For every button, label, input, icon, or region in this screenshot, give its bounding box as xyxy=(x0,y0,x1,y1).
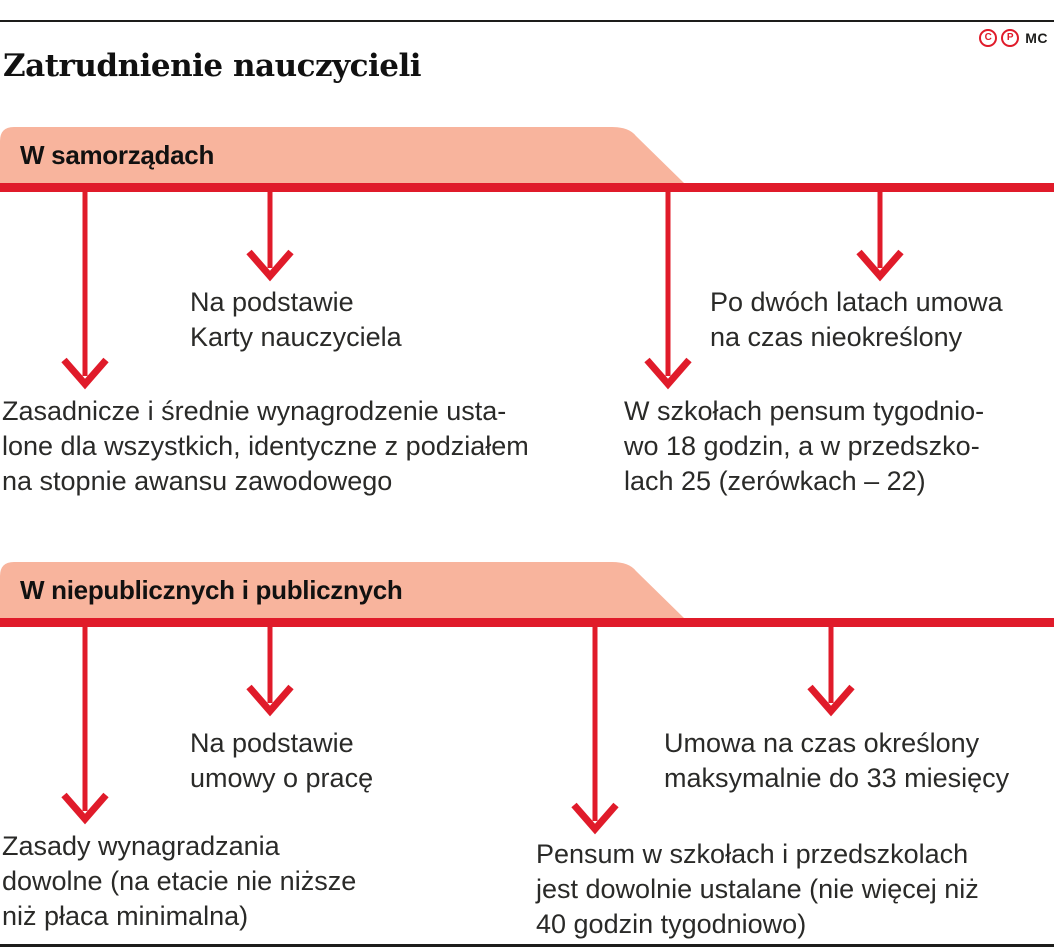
text-line: Zasadnicze i średnie wynagrodzenie usta- xyxy=(2,396,507,426)
arrow-down-icon xyxy=(571,627,619,835)
arrow-down-icon xyxy=(856,192,904,282)
copyright-c-icon: C xyxy=(979,29,998,47)
section2-banner: W niepublicznych i publicznych xyxy=(0,562,700,618)
arrow-down-icon xyxy=(61,627,109,825)
text-line: jest dowolnie ustalane (nie więcej niż xyxy=(536,874,979,904)
section2-timeline xyxy=(0,618,1054,627)
text-line: 40 godzin tygodniowo) xyxy=(536,909,807,939)
text-line: Na podstawie xyxy=(190,287,354,317)
section2-note-salary: Zasady wynagradzania dowolne (na etacie … xyxy=(2,829,356,934)
section1-note-basis: Na podstawie Karty nauczyciela xyxy=(190,285,402,355)
section2-note-contract: Umowa na czas określony maksymalnie do 3… xyxy=(664,726,1009,796)
section1-note-salary: Zasadnicze i średnie wynagrodzenie usta-… xyxy=(2,394,529,499)
credits-initials: MC xyxy=(1025,30,1048,46)
section1-note-contract: Po dwóch latach umowa na czas nieokreślo… xyxy=(710,285,1003,355)
text-line: na czas nieokreślony xyxy=(710,322,963,352)
arrow-down-icon xyxy=(246,627,294,717)
text-line: Po dwóch latach umowa xyxy=(710,287,1003,317)
text-line: Pensum w szkołach i przedszkolach xyxy=(536,839,969,869)
text-line: niż płaca minimalna) xyxy=(2,901,249,931)
text-line: wo 18 godzin, a w przedszko- xyxy=(624,431,980,461)
text-line: maksymalnie do 33 miesięcy xyxy=(664,763,1010,793)
page-title: Zatrudnienie nauczycieli xyxy=(3,48,422,84)
credits: C P MC xyxy=(979,29,1048,47)
top-rule xyxy=(0,20,1054,22)
text-line: umowy o pracę xyxy=(190,763,374,793)
bottom-rule xyxy=(0,944,1054,947)
section2-note-basis: Na podstawie umowy o pracę xyxy=(190,726,373,796)
text-line: W szkołach pensum tygodnio- xyxy=(624,396,985,426)
text-line: Zasady wynagradzania xyxy=(2,831,280,861)
section2-banner-label: W niepublicznych i publicznych xyxy=(20,574,403,605)
section1-banner: W samorządach xyxy=(0,127,700,183)
text-line: lone dla wszystkich, identyczne z podzia… xyxy=(2,431,529,461)
section1-timeline xyxy=(0,183,1054,192)
text-line: Umowa na czas określony xyxy=(664,728,980,758)
arrow-down-icon xyxy=(807,627,855,717)
arrow-down-icon xyxy=(644,192,692,390)
section1-banner-label: W samorządach xyxy=(20,139,215,170)
text-line: Karty nauczyciela xyxy=(190,322,402,352)
arrow-down-icon xyxy=(246,192,294,282)
text-line: lach 25 (zerówkach – 22) xyxy=(624,466,926,496)
section2-note-pensum: Pensum w szkołach i przedszkolach jest d… xyxy=(536,837,979,942)
text-line: Na podstawie xyxy=(190,728,354,758)
arrow-down-icon xyxy=(61,192,109,390)
section1-note-pensum: W szkołach pensum tygodnio- wo 18 godzin… xyxy=(624,394,984,499)
phonogram-p-icon: P xyxy=(1001,29,1020,47)
text-line: dowolne (na etacie nie niższe xyxy=(2,866,357,896)
text-line: na stopnie awansu zawodowego xyxy=(2,466,393,496)
